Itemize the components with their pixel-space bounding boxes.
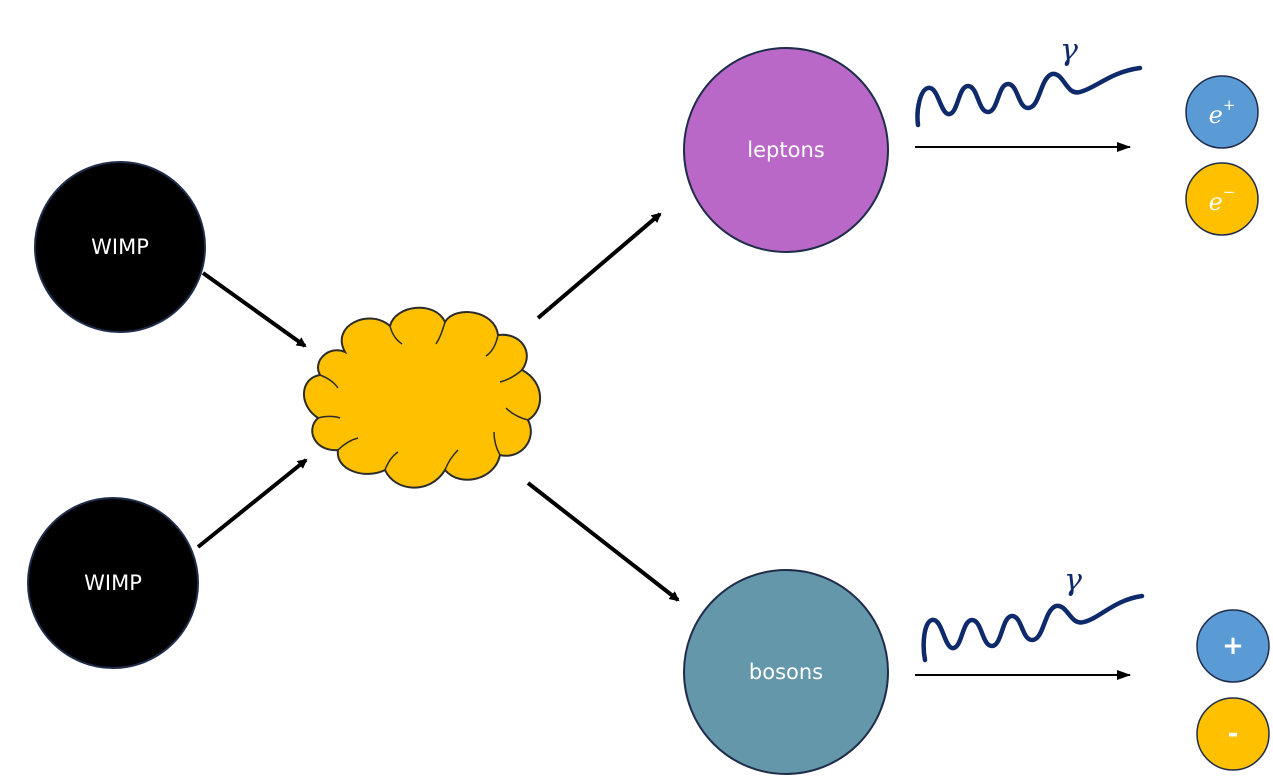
electron-circle — [1185, 162, 1259, 236]
positron-base: e — [1209, 101, 1223, 129]
leptons-node: leptons — [683, 47, 889, 253]
photon-top: γ — [915, 33, 1143, 128]
electron-base: e — [1209, 188, 1223, 216]
positron-sup: + — [1223, 96, 1236, 114]
minus-circle — [1196, 697, 1270, 771]
wimp-top-label: WIMP — [91, 235, 149, 259]
wimp-bottom-label: WIMP — [84, 571, 142, 595]
minus-label: - — [1228, 719, 1239, 749]
plus-circle — [1196, 609, 1270, 683]
plus-label: + — [1222, 631, 1244, 661]
photon-bottom: γ — [921, 563, 1145, 663]
interaction-cloud — [303, 306, 542, 489]
photon-top-wave — [915, 65, 1143, 128]
bosons-label: bosons — [749, 660, 823, 684]
electron-node: e− — [1185, 162, 1259, 236]
gamma-symbol-bottom: γ — [1064, 563, 1082, 598]
minus-node: - — [1196, 697, 1270, 771]
arrow-cloud-to-bosons — [526, 481, 680, 602]
positron-node: e+ — [1185, 75, 1259, 149]
gamma-symbol-top: γ — [1060, 33, 1078, 68]
arrow-wimp-top-to-cloud — [201, 271, 307, 348]
electron-label: e− — [1209, 183, 1236, 216]
leptons-circle — [683, 47, 889, 253]
positron-label: e+ — [1209, 96, 1236, 129]
bosons-circle — [683, 569, 889, 775]
plus-node: + — [1196, 609, 1270, 683]
wimp-node-top: WIMP — [34, 161, 206, 333]
arrow-wimp-bottom-to-cloud — [196, 458, 308, 549]
arrow-cloud-to-leptons — [536, 212, 662, 320]
electron-sup: − — [1223, 183, 1236, 201]
leptons-label: leptons — [747, 138, 824, 162]
wimp-node-bottom: WIMP — [27, 497, 199, 669]
positron-circle — [1185, 75, 1259, 149]
photon-bottom-wave — [921, 593, 1145, 663]
wimp-top-circle — [34, 161, 206, 333]
wimp-bottom-circle — [27, 497, 199, 669]
bosons-node: bosons — [683, 569, 889, 775]
